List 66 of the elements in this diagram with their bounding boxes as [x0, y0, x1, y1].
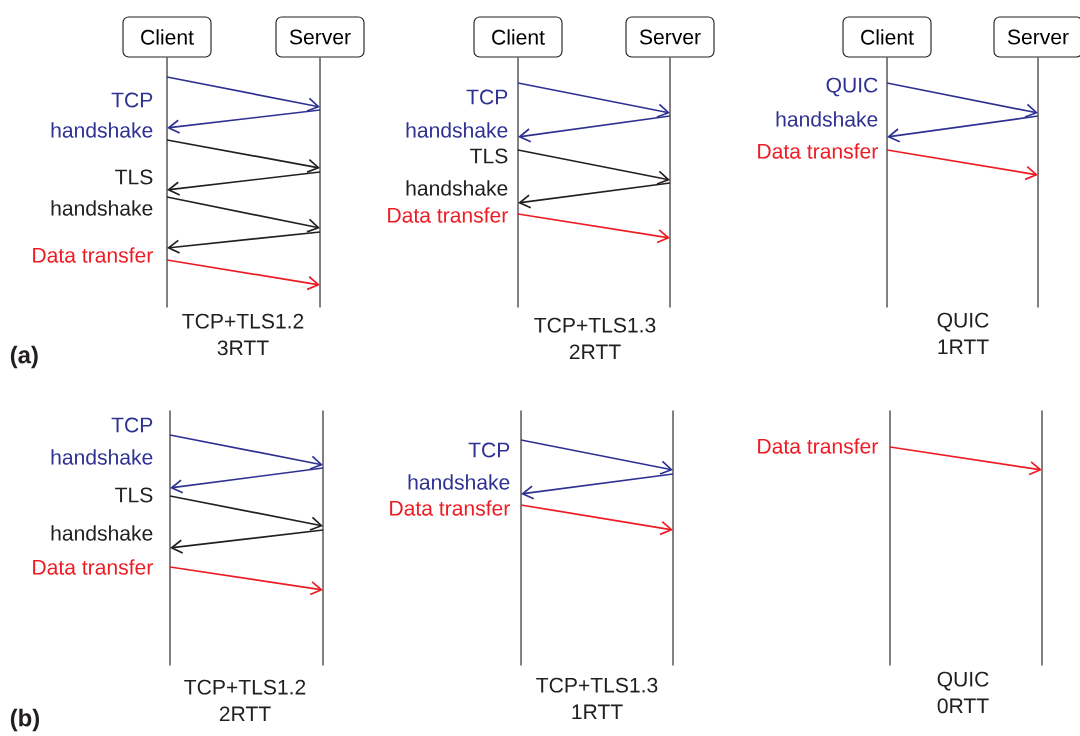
header-box: Client — [122, 16, 212, 58]
arrow — [521, 473, 674, 500]
arrow — [170, 467, 324, 494]
arrow — [886, 82, 1038, 118]
caption: TCP+TLS1.3 1RTT — [536, 677, 658, 720]
arrow — [889, 446, 1042, 476]
caption: QUIC 0RTT — [937, 671, 989, 714]
phase-label: Data transfer — [33, 559, 153, 575]
caption: TCP+TLS1.3 2RTT — [534, 317, 656, 360]
arrow — [517, 213, 670, 244]
lifeline — [672, 410, 674, 667]
lifeline — [322, 410, 324, 667]
panel-letter: (a) — [10, 345, 38, 369]
phase-label: handshake — [406, 180, 508, 196]
lifeline — [166, 57, 168, 309]
caption: TCP+TLS1.2 2RTT — [184, 679, 306, 722]
phase-label: TCP — [111, 417, 153, 433]
arrow — [518, 115, 671, 143]
arrow — [886, 149, 1038, 181]
lifeline — [1037, 57, 1039, 309]
arrow — [517, 82, 670, 118]
phase-label: TLS — [470, 148, 508, 164]
arrow — [169, 495, 323, 531]
phase-label: Data transfer — [388, 207, 508, 223]
header-box: Server — [275, 16, 365, 58]
arrow — [518, 182, 671, 209]
lifeline — [517, 57, 519, 309]
arrow — [887, 115, 1039, 143]
phase-label: TCP — [111, 92, 153, 108]
arrow — [167, 109, 321, 134]
arrow — [167, 171, 321, 196]
phase-label: Data transfer — [390, 500, 510, 516]
arrow — [166, 259, 320, 291]
phase-label: QUIC — [826, 77, 878, 97]
phase-label: TCP — [468, 442, 510, 458]
arrow — [166, 196, 320, 233]
header-box: Server — [993, 16, 1080, 58]
phase-label: TLS — [115, 169, 153, 185]
arrow — [166, 76, 320, 112]
phase-label: TLS — [115, 487, 153, 503]
panel-letter: (b) — [10, 708, 40, 732]
header-box: Client — [842, 16, 932, 58]
caption: TCP+TLS1.2 3RTT — [182, 313, 304, 356]
lifeline — [169, 410, 171, 667]
header-box: Server — [625, 16, 715, 58]
lifeline — [889, 410, 891, 667]
arrow — [166, 139, 320, 173]
lifeline — [520, 410, 522, 667]
arrow — [517, 149, 670, 185]
phase-label: Data transfer — [758, 143, 878, 159]
phase-label: TCP — [466, 89, 508, 105]
phase-label: handshake — [51, 200, 153, 216]
lifeline — [886, 57, 888, 309]
lifeline — [319, 57, 321, 309]
lifeline — [669, 57, 671, 309]
header-box: Client — [473, 16, 563, 58]
arrow — [169, 434, 323, 470]
arrow — [170, 529, 324, 554]
arrow — [167, 231, 321, 254]
arrow — [169, 566, 323, 596]
phase-label: Data transfer — [33, 247, 153, 263]
caption: QUIC 1RTT — [937, 312, 989, 355]
arrow — [520, 504, 673, 536]
phase-label: handshake — [51, 525, 153, 541]
arrow — [520, 439, 673, 475]
lifeline — [1041, 410, 1043, 667]
